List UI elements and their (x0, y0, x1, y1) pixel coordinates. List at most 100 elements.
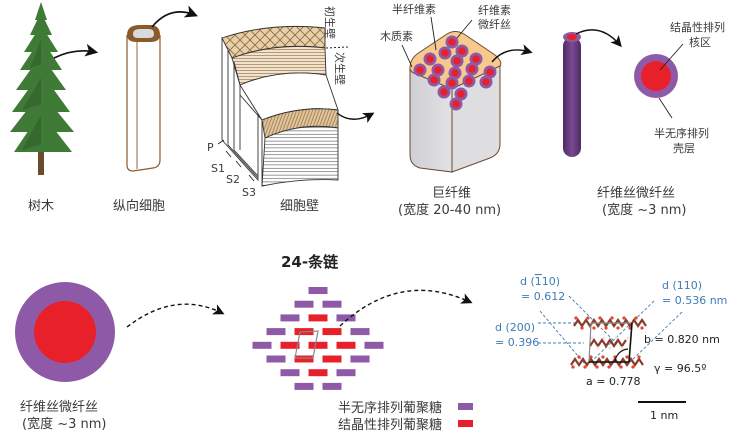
callout-shell (658, 97, 673, 119)
atom (604, 326, 608, 330)
scale-bar-label: 1 nm (650, 409, 678, 422)
disordered-glucan-chain (280, 369, 300, 377)
legend-crystalline-label: 结晶性排列葡聚糖 (338, 417, 442, 433)
disordered-glucan-chain (364, 341, 384, 349)
cellulose-chain (573, 318, 647, 328)
disordered-glucan-chain (322, 382, 342, 390)
disordered-glucan-chain (350, 355, 370, 363)
macrofibril-label: 巨纤维 (432, 186, 471, 201)
disordered-glucan-chain (252, 341, 272, 349)
d-110-label: d (110) (662, 279, 702, 292)
disordered-shell-line2: 壳层 (673, 141, 695, 155)
crystalline-glucan-chain (336, 341, 356, 349)
microfibril-cross-section (634, 54, 678, 98)
gamma-parameter: γ = 96.5º (654, 362, 706, 375)
atom (626, 336, 630, 340)
layer-label-s1: S1 (211, 162, 225, 175)
disordered-glucan-chain (322, 300, 342, 308)
atom (640, 326, 644, 330)
arrow-tree-to-cell (53, 43, 99, 59)
arrow-chains-to-unit-cell (339, 289, 473, 327)
layer-label-s3: S3 (242, 186, 256, 199)
microfibril-dot-core (452, 100, 460, 108)
cell-wall-label: 细胞壁 (280, 199, 319, 214)
microfibril-label-top: 纤维丝微纤丝 (597, 186, 675, 201)
atom (590, 336, 594, 340)
arrow-microfibril-to-chains (126, 303, 225, 328)
arrow-macro-to-microfibril (491, 44, 533, 63)
d-spacing-lines (538, 295, 683, 364)
crystalline-glucan-chain (308, 369, 328, 377)
atom (607, 365, 611, 369)
disordered-glucan-chain (336, 369, 356, 377)
lignin-label: 木质素 (380, 30, 413, 43)
crystalline-glucan-chain (322, 328, 342, 336)
a-parameter: a = 0.778 (586, 375, 640, 388)
microfibril-dot-core (451, 69, 459, 77)
atom (634, 316, 638, 320)
crystalline-glucan-chain (308, 341, 328, 349)
unit-cell-outline (294, 330, 319, 359)
microfibril-label-bottom: 纤维丝微纤丝 (20, 400, 98, 415)
arrow-cell-to-wall (151, 5, 198, 28)
atom (586, 316, 590, 320)
microfibril-dot-core (458, 47, 466, 55)
microfibril-dot-core (482, 78, 490, 86)
crystalline-glucan-chain (294, 355, 314, 363)
microfibril-dot-core (440, 88, 448, 96)
microfibril-dot-core (457, 90, 465, 98)
macrofibril-width: (宽度 20-40 nm) (398, 202, 501, 218)
disordered-glucan-chain (294, 300, 314, 308)
atom (598, 316, 602, 320)
gamma-angle-arc (614, 348, 629, 363)
b-parameter: b = 0.820 nm (644, 333, 720, 346)
atom (619, 365, 623, 369)
macrofibril-microfibril-group (413, 35, 497, 111)
longitudinal-cell-label: 纵向细胞 (113, 198, 165, 214)
cellulose-chain (589, 338, 627, 348)
disordered-glucan-chain (280, 314, 300, 322)
tree-label: 树木 (28, 199, 54, 214)
layer-label-s2: S2 (226, 173, 240, 186)
callout-hemicellulose (430, 16, 437, 51)
hemicellulose-label: 半纤维素 (392, 2, 436, 16)
primary-secondary-divider (325, 46, 349, 49)
atom (637, 355, 641, 359)
microfibril-width-top: (宽度 ~3 nm) (602, 202, 686, 218)
microfibril-dot-core (441, 49, 449, 57)
disordered-glucan-chain (336, 314, 356, 322)
atom (610, 316, 614, 320)
callout-core (659, 43, 684, 71)
crystalline-glucan-chain (308, 314, 328, 322)
atom (595, 365, 599, 369)
tree-illustration (10, 2, 74, 175)
microfibril-dot-core (430, 76, 438, 84)
callout-lignin (401, 44, 413, 68)
crystalline-core-line2: 核区 (689, 35, 711, 49)
secondary-wall-label: 次生壁 (333, 52, 347, 85)
microfibril-dot-core (426, 55, 434, 63)
microfibril-callout-label: 微纤丝 (478, 17, 511, 31)
disordered-glucan-chain (266, 355, 286, 363)
cellulose-label: 纤维素 (478, 4, 511, 17)
crystalline-glucan-chain (322, 355, 342, 363)
d-1-10-label: d (110) (520, 275, 560, 288)
disordered-glucan-chain (308, 287, 328, 294)
cellulose-molecule-chains (570, 316, 647, 369)
atom (583, 365, 587, 369)
unit-cell-illustration (538, 295, 683, 369)
primary-wall-label: 初生壁 (323, 6, 337, 39)
arrow-rod-to-cross-section (575, 29, 622, 48)
tree-foliage (10, 2, 74, 152)
microfibril-dot-core (468, 65, 476, 73)
legend-disordered-label: 半无序排列葡聚糖 (338, 400, 442, 416)
d-200-value: = 0.396 (495, 336, 539, 349)
atom (574, 316, 578, 320)
longitudinal-cell-illustration (126, 25, 161, 172)
microfibril-dot-core (448, 38, 456, 46)
microfibril-dot-core (453, 57, 461, 65)
microfibril-cross-section-large (15, 282, 115, 382)
atom (592, 326, 596, 330)
layer-label-p: P (207, 141, 214, 154)
atom (577, 355, 581, 359)
